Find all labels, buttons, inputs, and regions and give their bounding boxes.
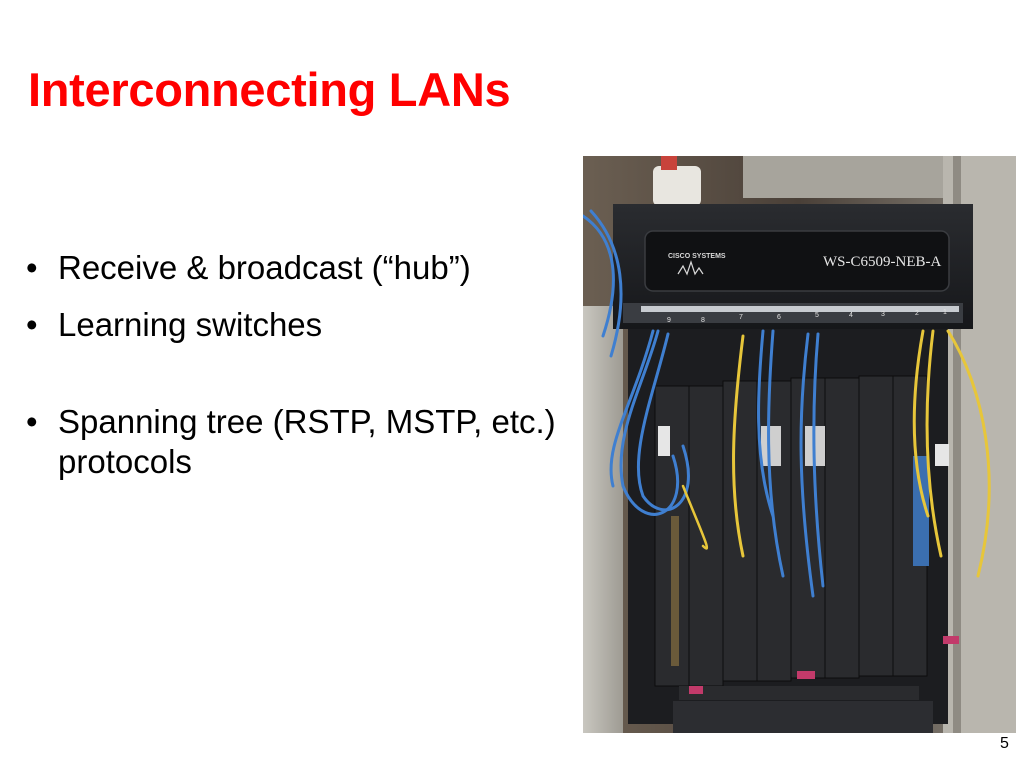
slot-number: 3 <box>881 311 885 318</box>
chassis-model-label: WS-C6509-NEB-A <box>823 254 941 270</box>
bullet-text: Receive & broadcast (“hub”) <box>58 249 471 286</box>
bullet-marker: • <box>26 249 38 286</box>
bullet-list: • Receive & broadcast (“hub”) • Learning… <box>26 248 574 482</box>
network-switch-photo: CISCO SYSTEMS WS-C6509-NEB-A 9 8 7 6 5 4… <box>583 156 1016 733</box>
slot-number: 9 <box>667 317 671 324</box>
slot-number: 1 <box>943 309 947 316</box>
page-number: 5 <box>1000 735 1009 752</box>
chassis-brand-label: CISCO SYSTEMS <box>668 253 726 260</box>
slot-number: 8 <box>701 317 705 324</box>
slot-number: 5 <box>815 312 819 319</box>
bullet-text: Spanning tree (RSTP, MSTP, etc.) protoco… <box>58 403 556 480</box>
bullet-item: • Learning switches <box>26 305 574 345</box>
bullet-item: • Receive & broadcast (“hub”) <box>26 248 574 288</box>
bullet-marker: • <box>26 306 38 343</box>
bullet-item: • Spanning tree (RSTP, MSTP, etc.) proto… <box>26 402 574 482</box>
bullet-text: Learning switches <box>58 306 323 343</box>
bullet-marker: • <box>26 403 38 440</box>
slot-number: 4 <box>849 312 853 319</box>
slide-title: Interconnecting LANs <box>28 63 511 116</box>
slot-number: 2 <box>915 310 919 317</box>
slot-number: 7 <box>739 314 743 321</box>
slot-number: 6 <box>777 314 781 321</box>
